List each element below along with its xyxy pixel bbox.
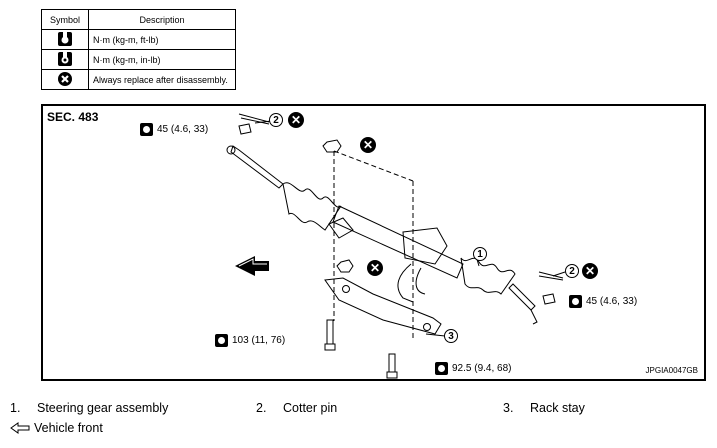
torque-label-stay-bolt: 92.5 (9.4, 68) [435,362,511,375]
callout-cotter-pin-right: 2 [565,264,579,278]
torque-wrench-ftlb-icon [41,29,89,50]
vehicle-front-legend: Vehicle front [10,421,103,435]
part-name: Steering gear assembly [37,401,169,415]
torque-label-mount-bolt: 103 (11, 76) [215,334,285,347]
part-number: 2. [256,401,267,415]
replace-x-icon: ✕ [582,263,598,279]
torque-wrench-inlb-icon [41,49,89,70]
part-item-1: 1. Steering gear assembly [10,401,168,415]
part-number: 3. [503,401,514,415]
callout-cotter-pin-left: 2 [269,113,283,127]
torque-wrench-ftlb-icon [140,123,153,136]
torque-wrench-ftlb-icon [215,334,228,347]
torque-wrench-ftlb-icon [435,362,448,375]
callout-steering-gear: 1 [473,247,487,261]
vehicle-front-label: Vehicle front [34,421,103,435]
section-label: SEC. 483 [47,110,99,124]
front-arrow-icon [10,422,30,434]
replace-x-icon: ✕ [360,137,376,153]
part-item-2: 2. Cotter pin [256,401,337,415]
figure-reference: JPGIA0047GB [645,366,698,375]
torque-value: 92.5 (9.4, 68) [452,363,512,374]
legend-desc-replace: Always replace after disassembly. [88,69,236,90]
legend-desc-inlb: N·m (kg-m, in-lb) [88,49,236,70]
exploded-view-diagram: SEC. 483 [41,104,706,381]
part-name: Rack stay [530,401,585,415]
callout-rack-stay: 3 [444,329,458,343]
replace-x-icon: ✕ [367,260,383,276]
symbol-legend-table: Symbol Description N·m (kg-m, ft-lb) N·m… [41,9,236,90]
torque-wrench-ftlb-icon [569,295,582,308]
torque-label-tie-rod-right: 45 (4.6, 33) [569,295,637,308]
torque-value: 103 (11, 76) [232,335,286,346]
torque-value: 45 (4.6, 33) [586,296,638,307]
part-item-3: 3. Rack stay [503,401,585,415]
torque-label-tie-rod-left: 45 (4.6, 33) [140,123,208,136]
part-name: Cotter pin [283,401,338,415]
torque-value: 45 (4.6, 33) [157,124,209,135]
replace-x-icon [41,69,89,90]
legend-desc-ftlb: N·m (kg-m, ft-lb) [88,29,236,50]
legend-header-symbol: Symbol [41,9,89,30]
part-number: 1. [10,401,21,415]
replace-x-icon: ✕ [288,112,304,128]
legend-header-description: Description [88,9,236,30]
